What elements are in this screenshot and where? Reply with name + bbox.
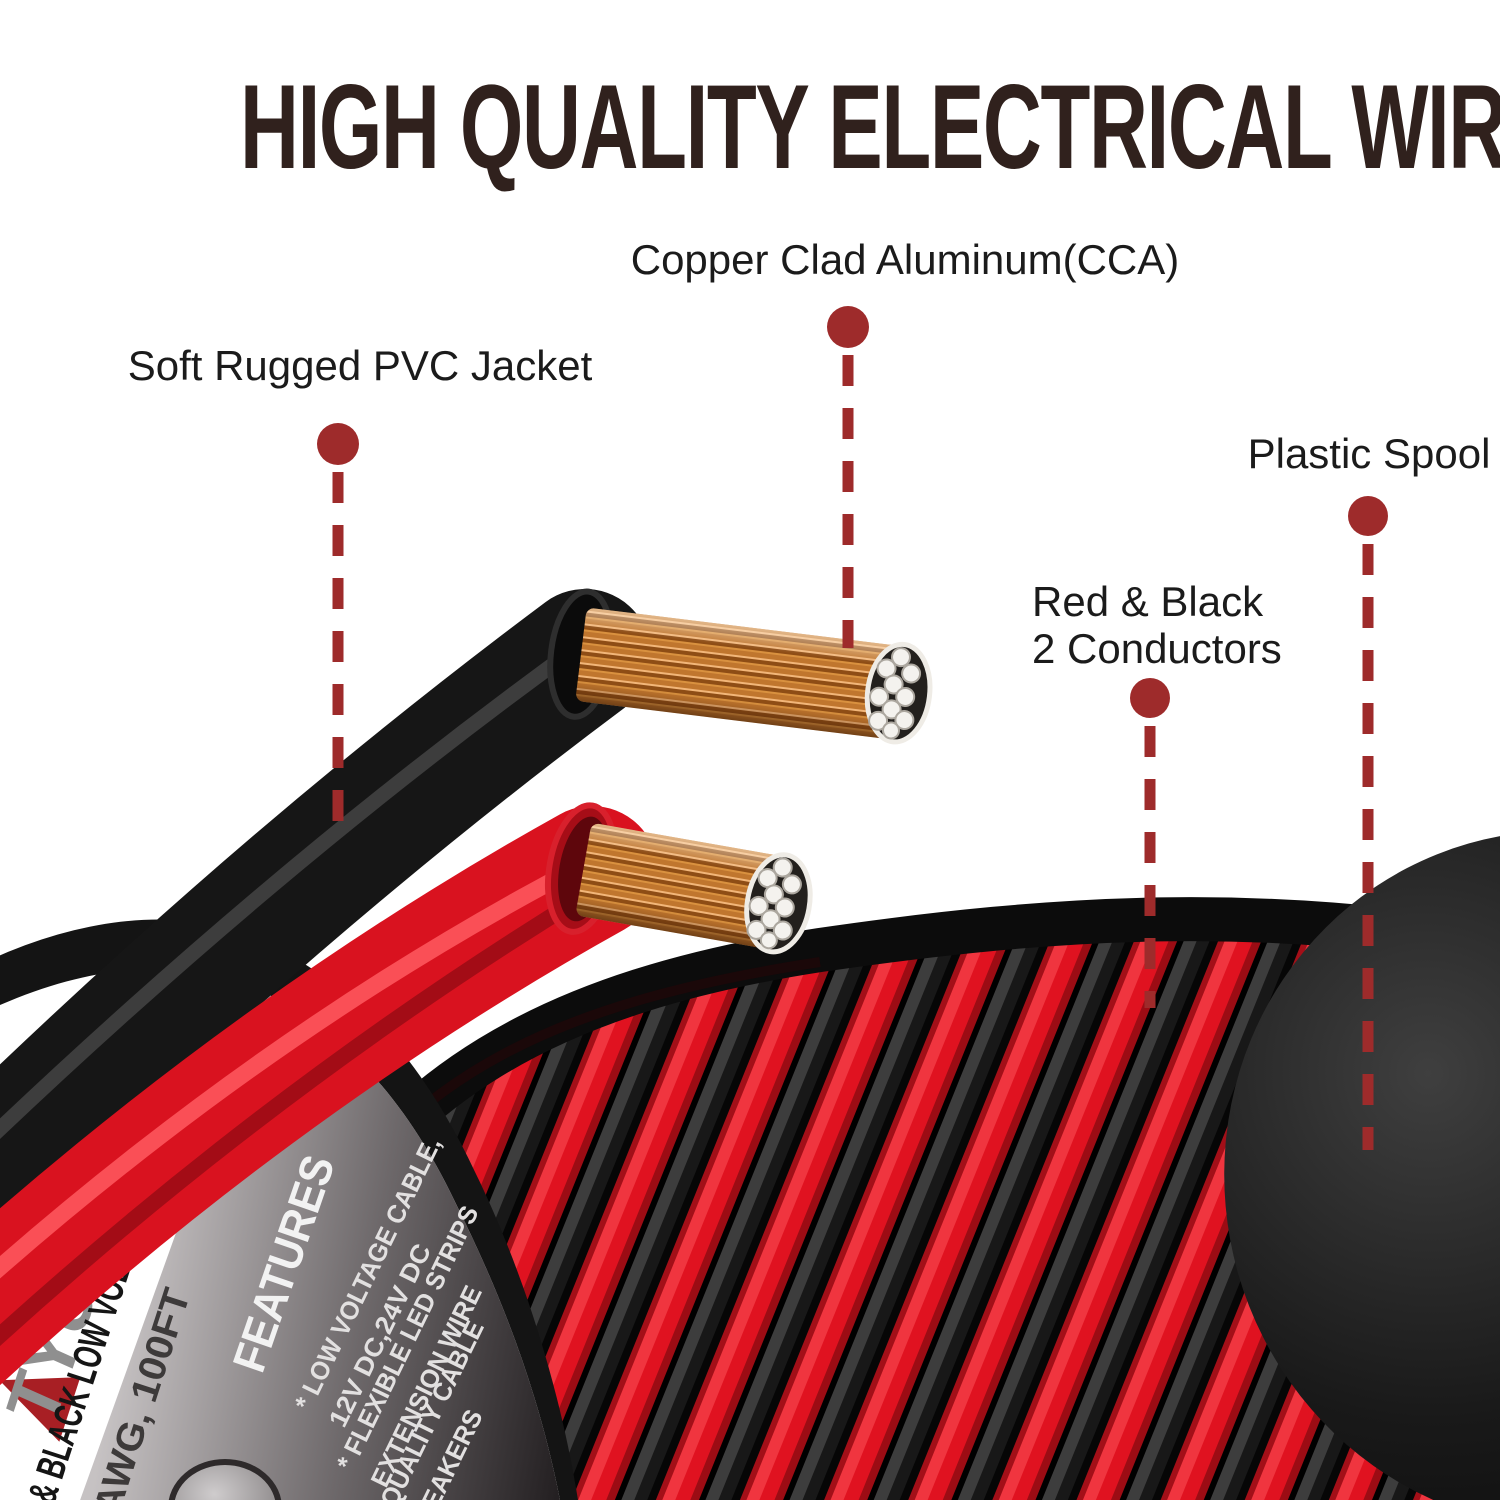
red-wire-tip bbox=[744, 852, 813, 955]
callout-leaders bbox=[317, 306, 1388, 1150]
callout-plastic-spool: Plastic Spool bbox=[1247, 430, 1491, 477]
callout-copper-clad-aluminum: Copper Clad Aluminum(CCA) bbox=[630, 236, 1180, 283]
spool-hub-hole bbox=[168, 1459, 282, 1500]
copper-callout-dot bbox=[827, 306, 869, 348]
callout-conductors-line-1: Red & Black bbox=[1032, 578, 1264, 625]
black-wire-tip bbox=[864, 641, 933, 745]
jacket-callout-dot bbox=[317, 423, 359, 465]
page-title: HIGH QUALITY ELECTRICAL WIRE bbox=[240, 60, 1500, 194]
spool-callout-dot bbox=[1348, 496, 1388, 536]
callout-conductors-line-2: 2 Conductors bbox=[1032, 625, 1282, 673]
black-wire-copper-end bbox=[547, 588, 933, 745]
spool-right-flange bbox=[1224, 830, 1500, 1500]
brand-triangle-icon bbox=[0, 1377, 81, 1442]
red-wire-copper-end bbox=[545, 802, 813, 955]
black-cable bbox=[0, 588, 933, 1249]
callout-conductors: Red & Black 2 Conductors bbox=[1032, 578, 1282, 672]
callout-pvc-jacket: Soft Rugged PVC Jacket bbox=[127, 342, 593, 389]
conductors-callout-dot bbox=[1130, 678, 1170, 718]
red-cable bbox=[0, 802, 813, 1386]
